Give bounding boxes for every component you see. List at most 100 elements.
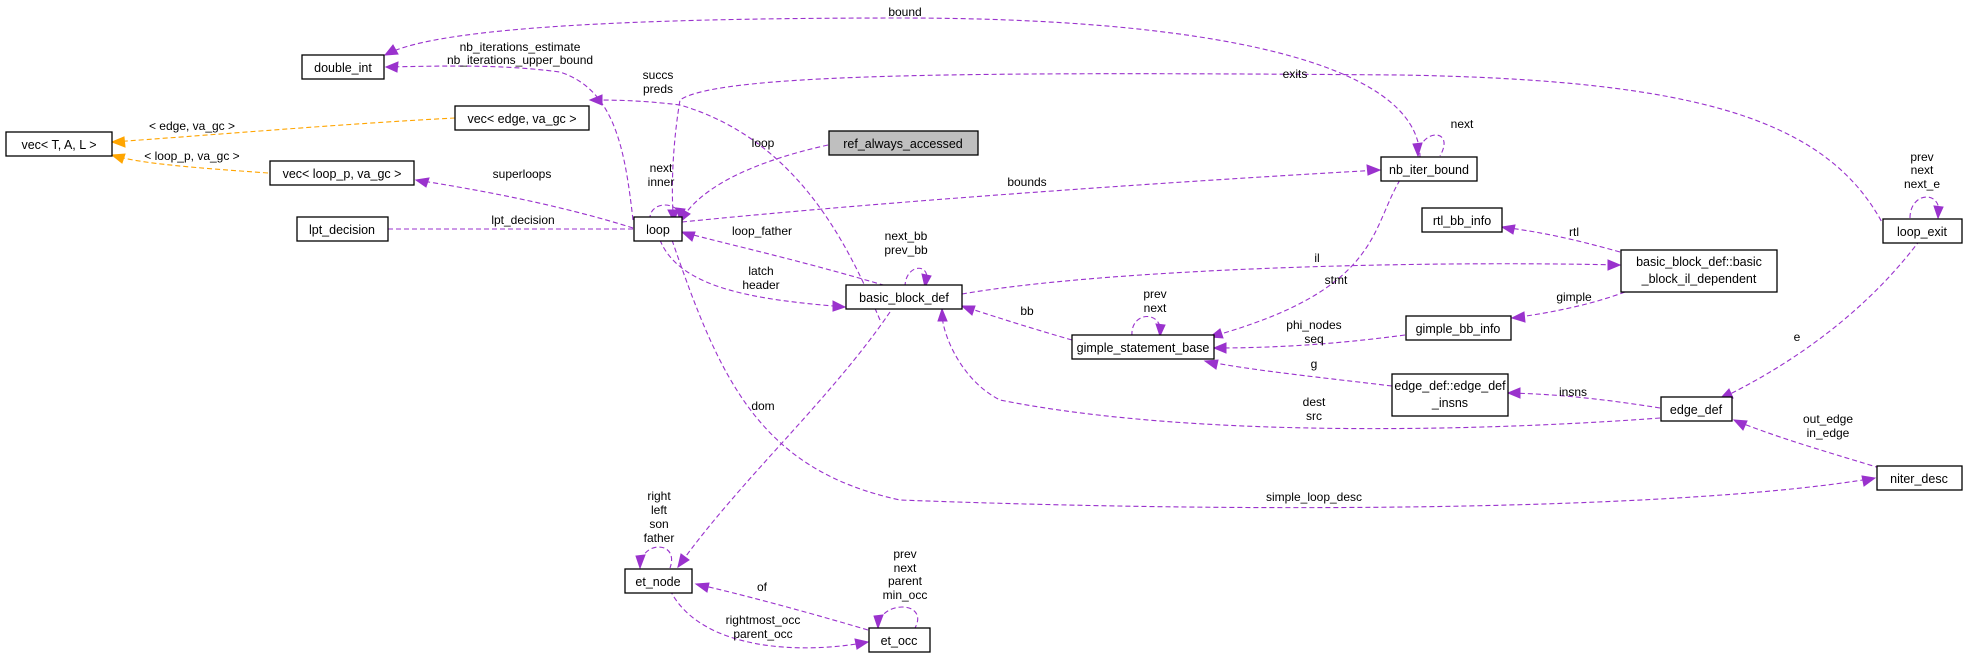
- edge-bb-dom: [677, 311, 891, 569]
- node-loop[interactable]: loop: [633, 216, 683, 242]
- label-simple-loop-desc: simple_loop_desc: [1266, 490, 1362, 504]
- edge-bb-il: [961, 259, 1622, 295]
- label-superloops: superloops: [493, 167, 552, 181]
- label-src: src: [1306, 409, 1322, 423]
- node-edge-def-insns[interactable]: edge_def::edge_def _insns: [1391, 373, 1509, 417]
- edge-edgedef-insns: [1506, 387, 1661, 409]
- label-e: e: [1794, 330, 1801, 344]
- node-lpt-decision[interactable]: lpt_decision: [296, 216, 389, 242]
- edge-etnode-occ: [669, 589, 870, 650]
- label-lpt-decision: lpt_decision: [491, 213, 554, 227]
- svg-text:vec< loop_p, va_gc >: vec< loop_p, va_gc >: [283, 167, 402, 181]
- edge-loop-exits: [667, 73, 1886, 229]
- label-in-edge: in_edge: [1807, 426, 1850, 440]
- label-rightmost-occ: rightmost_occ: [726, 613, 801, 627]
- node-vec-edge[interactable]: vec< edge, va_gc >: [454, 105, 590, 131]
- node-niter-desc[interactable]: niter_desc: [1876, 465, 1963, 491]
- node-edge-def[interactable]: edge_def: [1660, 396, 1733, 422]
- edge-gimple-self: [1131, 315, 1166, 338]
- edge-bb-loop-father: [680, 231, 901, 291]
- label-out-edge: out_edge: [1803, 412, 1853, 426]
- label-edge-va-gc: < edge, va_gc >: [149, 119, 235, 133]
- edge-loop-self: [649, 204, 686, 222]
- edge-gbb-gimple: [1212, 334, 1406, 354]
- node-gimple-statement-base[interactable]: gimple_statement_base: [1071, 334, 1215, 360]
- edge-il-rtl: [1500, 224, 1621, 253]
- node-gimple-bb-info[interactable]: gimple_bb_info: [1405, 315, 1512, 341]
- label-next-o: next: [894, 561, 917, 575]
- label-right: right: [647, 489, 671, 503]
- label-next-loop: next: [650, 161, 673, 175]
- svg-text:et_node: et_node: [635, 575, 680, 589]
- edge-loop-to-double-int: [384, 61, 634, 221]
- edge-bb-succs-preds: [588, 94, 881, 321]
- svg-text:basic_block_def::basic: basic_block_def::basic: [1636, 255, 1762, 269]
- label-next-e: next_e: [1904, 177, 1940, 191]
- svg-text:vec< T, A, L >: vec< T, A, L >: [21, 138, 96, 152]
- label-next-nb: next: [1451, 117, 1474, 131]
- label-prev-g: prev: [1143, 287, 1166, 301]
- label-min-occ: min_occ: [883, 588, 928, 602]
- svg-text:edge_def: edge_def: [1670, 403, 1723, 417]
- label-next-le: next: [1911, 163, 1934, 177]
- label-loop-father: loop_father: [732, 224, 792, 238]
- node-et-node[interactable]: et_node: [624, 568, 693, 594]
- svg-text:rtl_bb_info: rtl_bb_info: [1433, 214, 1491, 228]
- edge-loop-bounds: [681, 164, 1382, 223]
- svg-text:nb_iter_bound: nb_iter_bound: [1389, 163, 1469, 177]
- svg-text:edge_def::edge_def: edge_def::edge_def: [1394, 379, 1506, 393]
- label-parent: parent: [888, 574, 923, 588]
- node-vec-loop-p[interactable]: vec< loop_p, va_gc >: [269, 160, 415, 186]
- edge-niter-edgedef: [1732, 419, 1881, 469]
- label-insns: insns: [1559, 385, 1587, 399]
- edge-edgedef-bb: [937, 307, 1661, 430]
- label-stmt: stmt: [1325, 273, 1348, 287]
- svg-text:gimple_bb_info: gimple_bb_info: [1416, 322, 1501, 336]
- label-nb-iterations-estimate: nb_iterations_estimate: [460, 40, 581, 54]
- svg-text:et_occ: et_occ: [881, 634, 918, 648]
- label-gimple: gimple: [1556, 290, 1592, 304]
- label-bb: bb: [1020, 304, 1034, 318]
- node-loop-exit[interactable]: loop_exit: [1882, 218, 1963, 244]
- node-vec-tal[interactable]: vec< T, A, L >: [5, 131, 113, 157]
- label-exits: exits: [1283, 67, 1308, 81]
- label-inner: inner: [648, 175, 675, 189]
- label-dom: dom: [751, 399, 774, 413]
- label-succs: succs: [643, 68, 674, 82]
- label-il: il: [1314, 251, 1319, 265]
- svg-text:loop_exit: loop_exit: [1897, 225, 1948, 239]
- label-loop-ref: loop: [752, 136, 775, 150]
- edge-loop-niter: [671, 239, 1877, 509]
- label-next-g: next: [1144, 301, 1167, 315]
- node-basic-block-def[interactable]: basic_block_def: [845, 284, 963, 310]
- label-rtl: rtl: [1569, 225, 1579, 239]
- svg-text:gimple_statement_base: gimple_statement_base: [1077, 341, 1210, 355]
- svg-text:niter_desc: niter_desc: [1890, 472, 1948, 486]
- edge-gimple-bb: [960, 305, 1073, 341]
- svg-text:vec< edge, va_gc >: vec< edge, va_gc >: [467, 112, 576, 126]
- node-ref-always-accessed[interactable]: ref_always_accessed: [828, 130, 979, 156]
- label-loop-p-va-gc: < loop_p, va_gc >: [144, 149, 239, 163]
- edge-insns-gimple: [1203, 359, 1393, 387]
- label-left: left: [651, 503, 668, 517]
- label-latch: latch: [748, 264, 773, 278]
- node-nb-iter-bound[interactable]: nb_iter_bound: [1380, 156, 1478, 182]
- edge-nb-iter-bound-to-double-int: [383, 17, 1421, 159]
- node-et-occ[interactable]: et_occ: [868, 627, 931, 653]
- label-seq: seq: [1304, 332, 1323, 346]
- node-rtl-bb-info[interactable]: rtl_bb_info: [1421, 207, 1503, 233]
- label-g: g: [1311, 357, 1318, 371]
- edge-il-gimple: [1510, 291, 1626, 323]
- svg-text:lpt_decision: lpt_decision: [309, 223, 375, 237]
- node-double-int[interactable]: double_int: [301, 54, 385, 80]
- edge-etnode-self: [635, 546, 673, 570]
- svg-text:double_int: double_int: [314, 61, 372, 75]
- edge-vec-loop-p-to-vec-tal: [110, 153, 269, 174]
- node-bb-il-dependent[interactable]: basic_block_def::basic _block_il_depende…: [1620, 249, 1778, 293]
- label-bounds: bounds: [1007, 175, 1046, 189]
- svg-text:loop: loop: [646, 223, 670, 237]
- label-nb-iterations-upper-bound: nb_iterations_upper_bound: [447, 53, 593, 67]
- label-preds: preds: [643, 82, 673, 96]
- edge-nb-iter-self: [1412, 134, 1445, 158]
